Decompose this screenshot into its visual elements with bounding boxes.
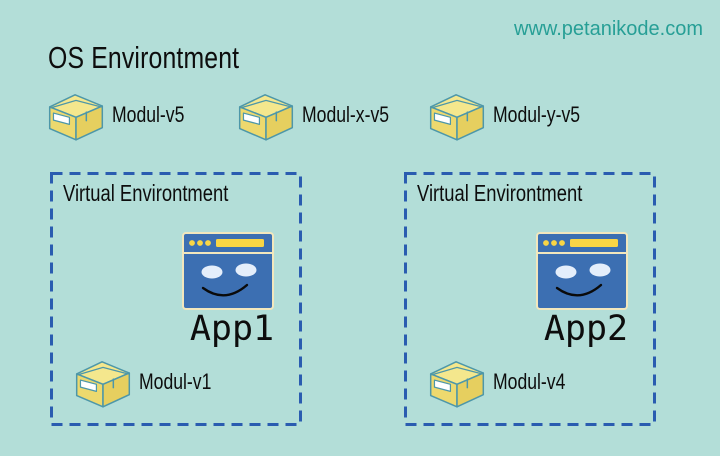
- page-title: OS Environtment: [48, 40, 287, 76]
- package-box-icon: [426, 88, 488, 141]
- os-module: Modul-y-v5: [426, 88, 602, 141]
- package-box-icon: [426, 355, 488, 408]
- package-box-icon: [235, 88, 297, 141]
- env-module: Modul-v1: [72, 355, 229, 408]
- module-label: Modul-v4: [493, 368, 566, 394]
- app-window-smiley-icon: [182, 232, 274, 310]
- page-title-text: OS Environtment: [48, 40, 240, 75]
- app-name: App1: [189, 309, 275, 349]
- virtual-env-box: Virtual Environtment App1 Modul-v1: [50, 172, 302, 426]
- module-label: Modul-y-v5: [493, 101, 581, 127]
- watermark-url: www.petanikode.com: [514, 18, 703, 41]
- watermark-text: www.petanikode.com: [514, 18, 703, 40]
- virtual-env-label: Virtual Environtment: [417, 180, 583, 206]
- dashed-border: [50, 172, 302, 426]
- os-module: Modul-v5: [45, 88, 202, 141]
- os-module: Modul-x-v5: [235, 88, 411, 141]
- package-box-icon: [72, 355, 134, 408]
- env-module: Modul-v4: [426, 355, 583, 408]
- virtual-env-box: Virtual Environtment App2 Modul-v4: [404, 172, 656, 426]
- app-name: App2: [543, 309, 629, 349]
- virtual-env-label: Virtual Environtment: [63, 180, 229, 206]
- app-window-smiley-icon: [536, 232, 628, 310]
- package-box-icon: [45, 88, 107, 141]
- dashed-border: [404, 172, 656, 426]
- module-label: Modul-v1: [139, 368, 212, 394]
- module-label: Modul-v5: [112, 101, 185, 127]
- module-label: Modul-x-v5: [302, 101, 390, 127]
